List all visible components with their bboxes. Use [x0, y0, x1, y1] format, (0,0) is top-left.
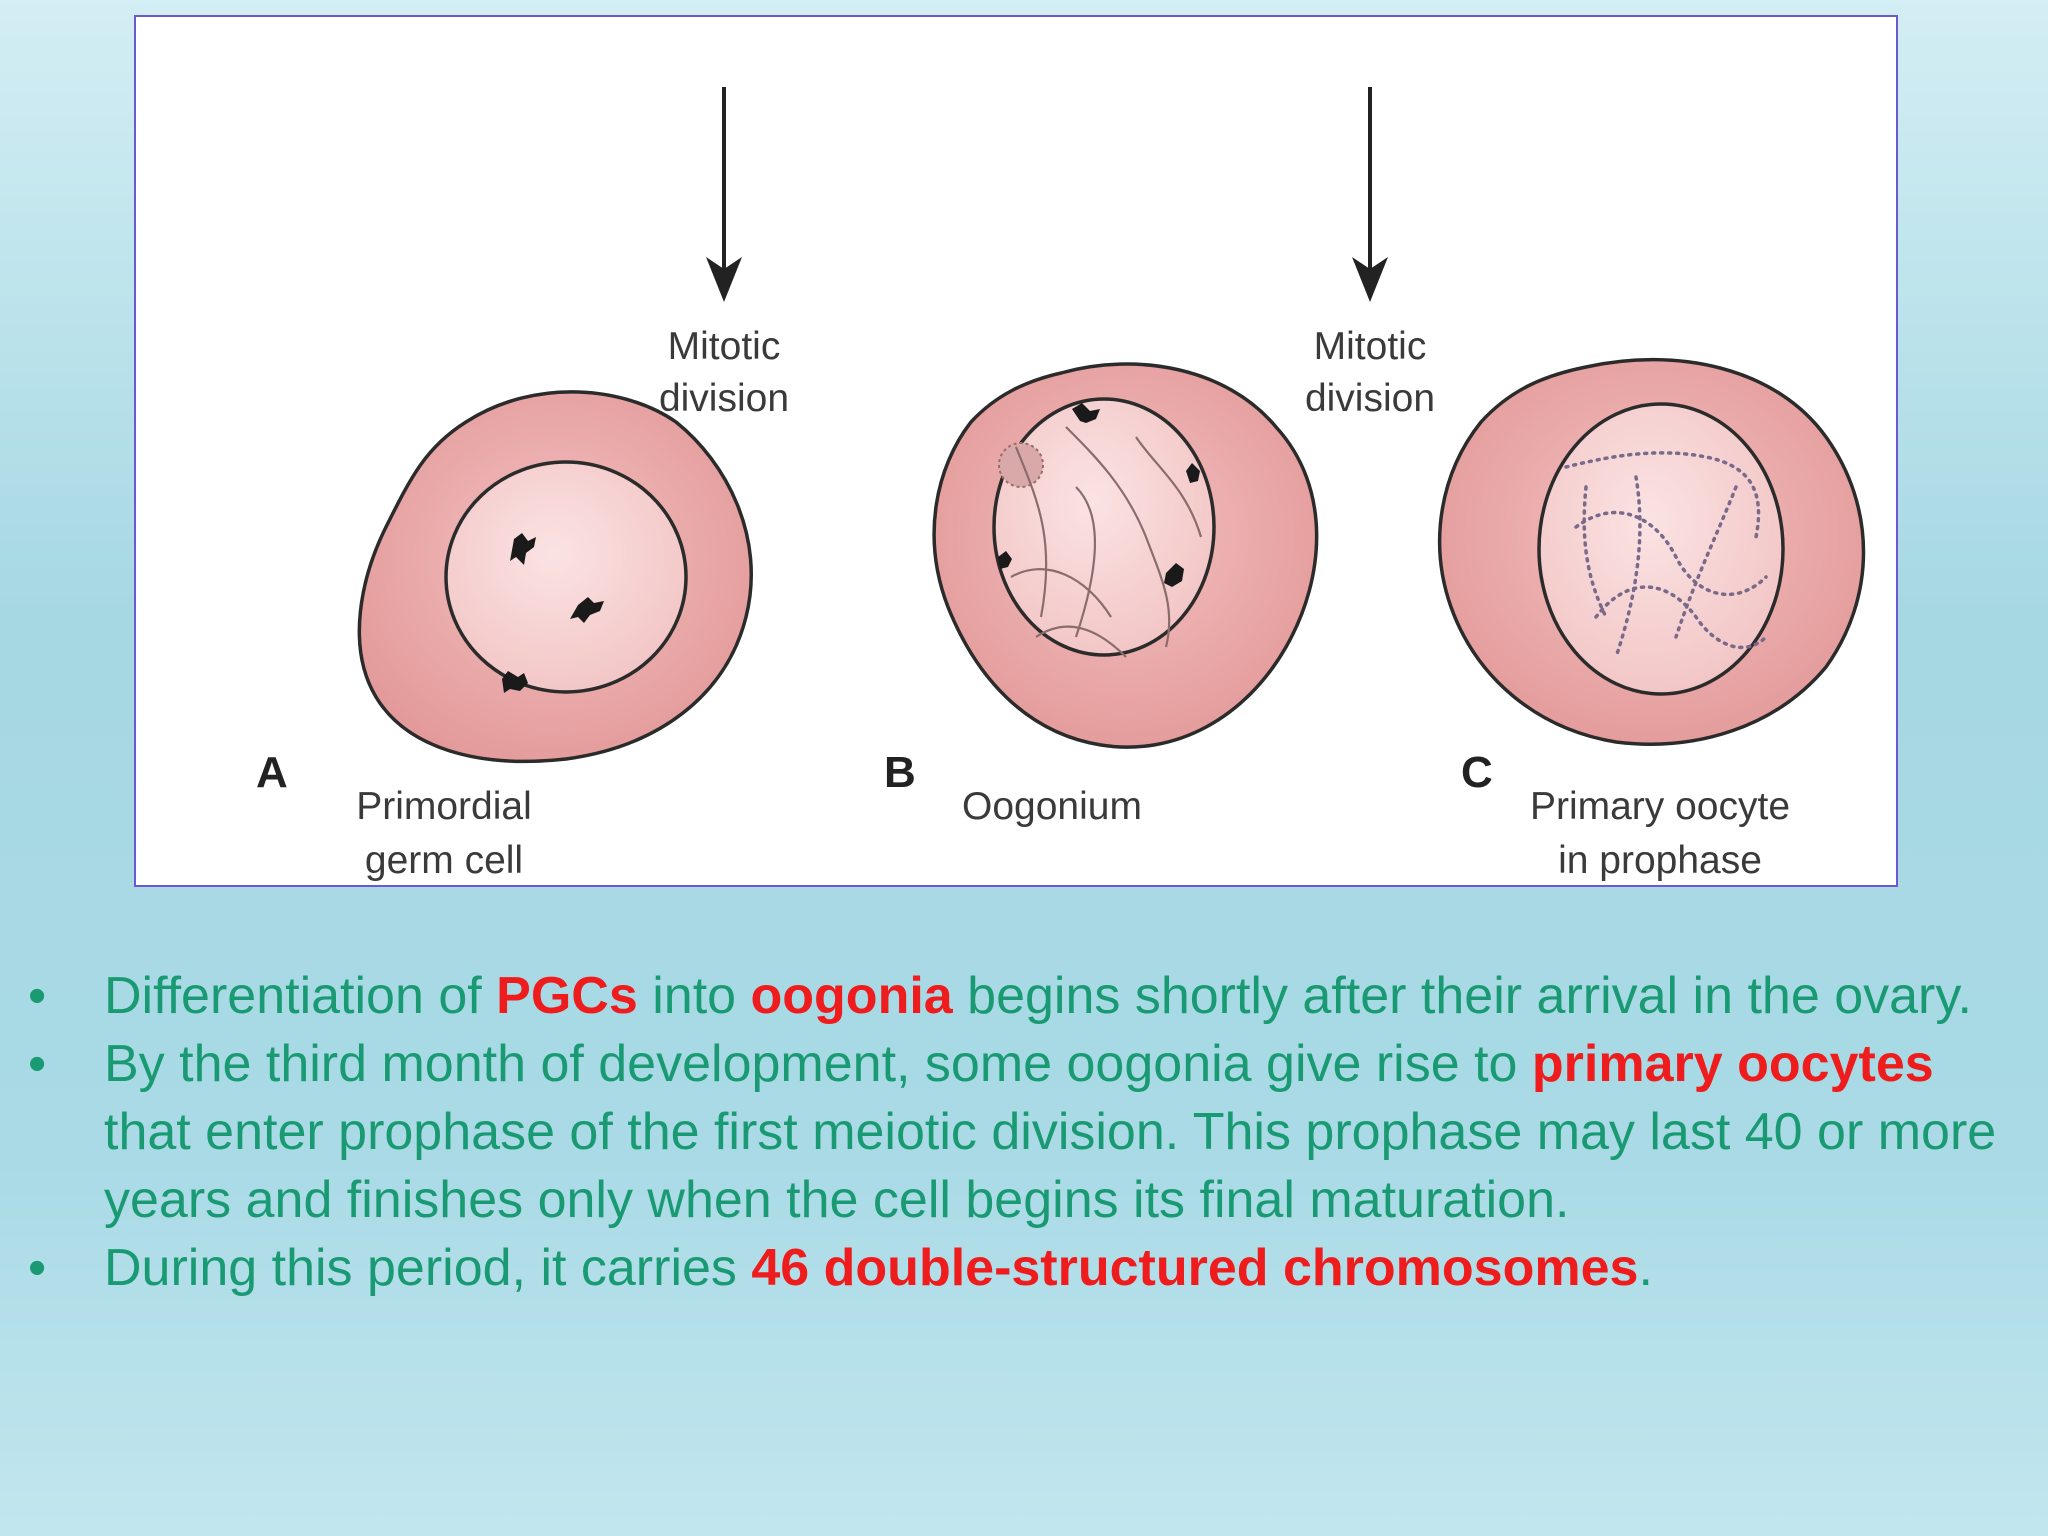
- diagram-figure: Mitotic division Mitotic division: [134, 15, 1898, 887]
- bullet-text-segment: begins shortly after their arrival in th…: [952, 967, 1972, 1025]
- bullet-text-segment: that enter prophase of the first meiotic…: [104, 1103, 1997, 1229]
- arrow-label-1-line1: Mitotic: [668, 325, 781, 368]
- bullet-symbol: •: [28, 1239, 47, 1297]
- cell-letter-a: A: [256, 748, 288, 797]
- arrow-mitotic-1: [706, 87, 742, 302]
- cell-label-a-line2: germ cell: [365, 839, 523, 882]
- bullet-text-segment: By the third month of development, some …: [104, 1035, 1532, 1093]
- bullet-list: • Differentiation of PGCs into oogonia b…: [28, 962, 2018, 1302]
- arrow-label-2-line1: Mitotic: [1314, 325, 1427, 368]
- highlight-term-primary-oocytes: primary oocytes: [1531, 1035, 1934, 1093]
- arrow-label-2-line2: division: [1305, 377, 1435, 420]
- highlight-term-pgcs: PGCs: [496, 967, 638, 1025]
- arrow-mitotic-2: [1352, 87, 1388, 302]
- cell-label-a-line1: Primordial: [356, 785, 532, 828]
- cell-b-oogonium: [932, 362, 1319, 749]
- cell-label-b-line1: Oogonium: [962, 785, 1142, 828]
- bullet-text-segment: into: [637, 967, 751, 1025]
- oogenesis-diagram: Mitotic division Mitotic division: [256, 87, 1866, 882]
- bullet-symbol: •: [28, 1035, 47, 1093]
- bullet-text-segment: During this period, it carries: [104, 1239, 752, 1297]
- bullet-item: • By the third month of development, som…: [28, 1030, 2018, 1234]
- bullet-text-segment: Differentiation of: [104, 967, 497, 1025]
- arrow-label-1-line2: division: [659, 377, 789, 420]
- bullet-item: • During this period, it carries 46 doub…: [28, 1234, 2018, 1302]
- cell-letter-c: C: [1461, 748, 1493, 797]
- bullet-symbol: •: [28, 967, 47, 1025]
- highlight-term-oogonia: oogonia: [750, 967, 953, 1025]
- cell-label-c-line2: in prophase: [1558, 839, 1762, 882]
- bullet-text-segment: .: [1638, 1239, 1653, 1297]
- cell-a-primordial-germ-cell: [357, 390, 754, 764]
- cell-letter-b: B: [884, 748, 916, 797]
- cell-c-primary-oocyte: [1437, 357, 1866, 746]
- cell-label-c-line1: Primary oocyte: [1530, 785, 1790, 828]
- bullet-item: • Differentiation of PGCs into oogonia b…: [28, 962, 2018, 1030]
- highlight-term-chromosomes: 46 double-structured chromosomes: [751, 1239, 1639, 1297]
